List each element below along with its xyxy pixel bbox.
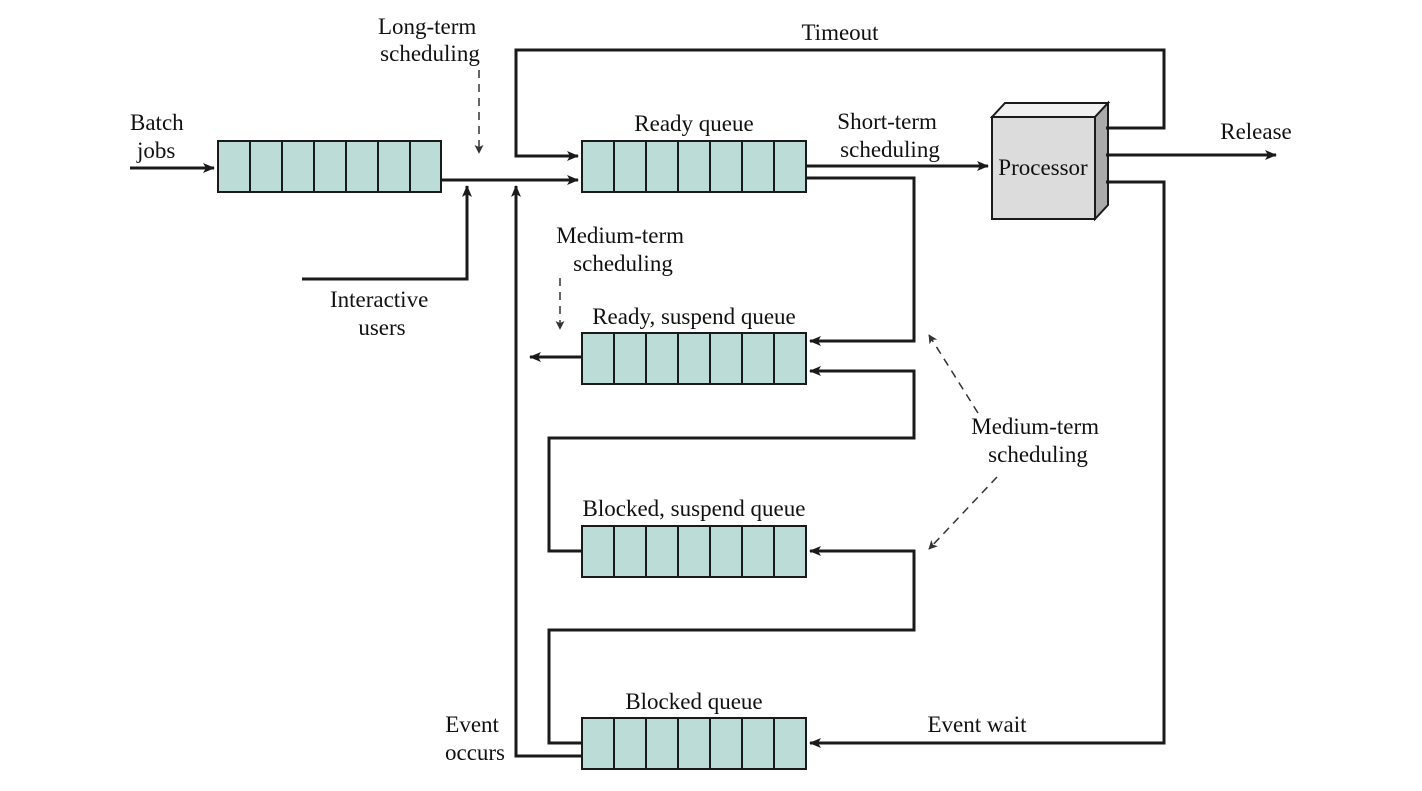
ready-suspend-queue (581, 332, 807, 385)
blocked-queue-label: Blocked queue (625, 689, 762, 714)
batch-queue (217, 140, 442, 193)
ready-suspend-queue-label: Ready, suspend queue (592, 304, 796, 329)
blocked-suspend-to-ready-suspend-arrow (547, 366, 916, 553)
medium-term-up-dashed-arrow (928, 334, 979, 414)
suspend-ready-arrow (806, 176, 916, 346)
processor-top-face (989, 102, 1111, 118)
release-label: Release (1220, 119, 1292, 144)
event-wait-arrow (809, 180, 1166, 748)
medium-term-scheduling-top-label: Medium-term scheduling (556, 223, 690, 276)
processor-label: Processor (998, 155, 1088, 180)
blocked-to-blocked-suspend-arrow (547, 546, 916, 745)
processor-box (989, 100, 1111, 222)
batch-jobs-label: Batch jobs (130, 110, 189, 163)
long-term-scheduling-label: Long-term scheduling (378, 14, 482, 66)
medium-term-scheduling-right-label: Medium-term scheduling (971, 414, 1105, 467)
medium-term-down-dashed-arrow (928, 476, 998, 550)
event-occurs-label: Event occurs (445, 712, 505, 765)
event-wait-label: Event wait (928, 712, 1028, 737)
timeout-label: Timeout (801, 20, 879, 45)
event-occurs-arrow (511, 185, 582, 758)
interactive-users-label: Interactive users (330, 287, 434, 340)
processor-front-face (991, 116, 1096, 220)
interactive-users-arrow (302, 185, 472, 281)
blocked-queue (581, 717, 807, 770)
ready-queue (581, 140, 807, 193)
blocked-suspend-queue (581, 525, 807, 578)
timeout-arrow (514, 48, 1166, 161)
blocked-suspend-queue-label: Blocked, suspend queue (583, 496, 806, 521)
short-term-scheduling-label: Short-term scheduling (837, 109, 942, 162)
ready-queue-label: Ready queue (634, 111, 753, 136)
processor-side-face (1094, 100, 1109, 222)
